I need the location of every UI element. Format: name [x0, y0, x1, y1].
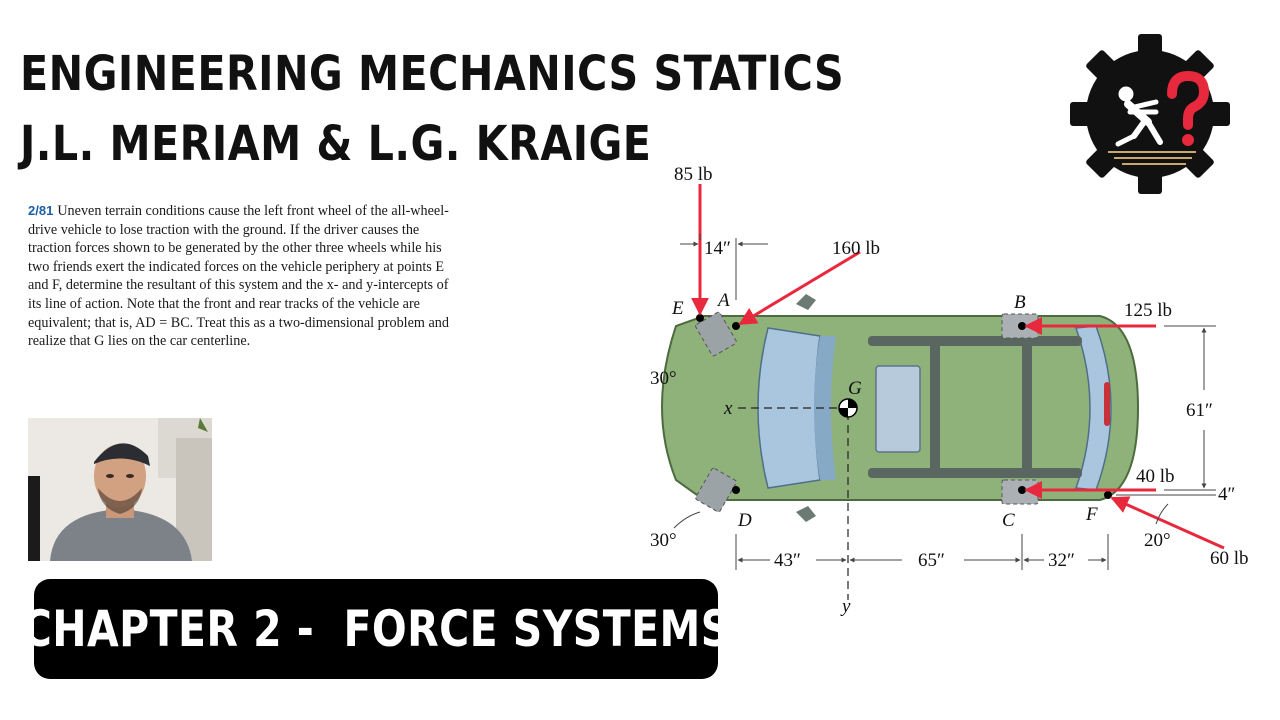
dimension-32-label: 32″ [1048, 550, 1075, 571]
force-160-label: 160 lb [832, 238, 880, 259]
label-y: y [840, 596, 851, 617]
label-c: C [1002, 510, 1015, 531]
point-d [732, 486, 740, 494]
force-40-label: 40 lb [1136, 466, 1175, 487]
force-125-label: 125 lb [1124, 300, 1172, 321]
point-b [1018, 322, 1026, 330]
title-line-1: ENGINEERING MECHANICS STATICS [20, 46, 845, 102]
car-body [661, 294, 1140, 522]
angle-30-bottom-label: 30° [650, 530, 677, 551]
dimension-4-label: 4″ [1218, 484, 1235, 505]
wheel-a [695, 311, 737, 357]
label-b: B [1014, 292, 1026, 313]
problem-number: 2/81 [28, 203, 54, 218]
force-160-arrow [738, 250, 861, 326]
label-x: x [723, 398, 733, 419]
dimension-61 [1116, 325, 1216, 496]
title-line-2: J.L. MERIAM & L.G. KRAIGE [20, 116, 652, 172]
label-e: E [671, 298, 684, 319]
chapter-banner: CHAPTER 2 - FORCE SYSTEMS [22, 579, 730, 679]
angle-20-label: 20° [1144, 530, 1171, 551]
label-g: G [848, 378, 862, 399]
label-a: A [716, 290, 730, 311]
webcam-feed [28, 418, 212, 561]
dimension-61-label: 61″ [1186, 400, 1213, 421]
vehicle-force-diagram: x y G E A B D C F 85 lb 160 lb 125 lb 40… [650, 164, 1249, 617]
presenter-image [28, 418, 212, 561]
problem-text: Uneven terrain conditions cause the left… [28, 203, 449, 350]
point-e [696, 314, 704, 322]
point-f [1104, 491, 1112, 499]
dimension-bottom [735, 534, 1109, 570]
angle-20-arc [1155, 503, 1169, 525]
dimension-14 [680, 234, 768, 300]
dimension-43-label: 43″ [774, 550, 801, 571]
angle-30-top-label: 30° [650, 368, 677, 389]
force-60-label: 60 lb [1210, 548, 1249, 569]
angle-30-bottom-arc [673, 511, 701, 529]
center-of-gravity-icon [838, 398, 858, 418]
point-a [732, 322, 740, 330]
force-85-label: 85 lb [674, 164, 713, 185]
chapter-title: CHAPTER 2 - FORCE SYSTEMS [21, 600, 731, 658]
label-f: F [1085, 504, 1098, 525]
gear-pushing-person-question-icon [1070, 34, 1230, 194]
point-c [1018, 486, 1026, 494]
force-60-arrow [1110, 496, 1225, 550]
label-d: D [737, 510, 752, 531]
dimension-65-label: 65″ [918, 550, 945, 571]
wheel-d [695, 467, 737, 513]
dimension-14-label: 14″ [704, 238, 731, 259]
